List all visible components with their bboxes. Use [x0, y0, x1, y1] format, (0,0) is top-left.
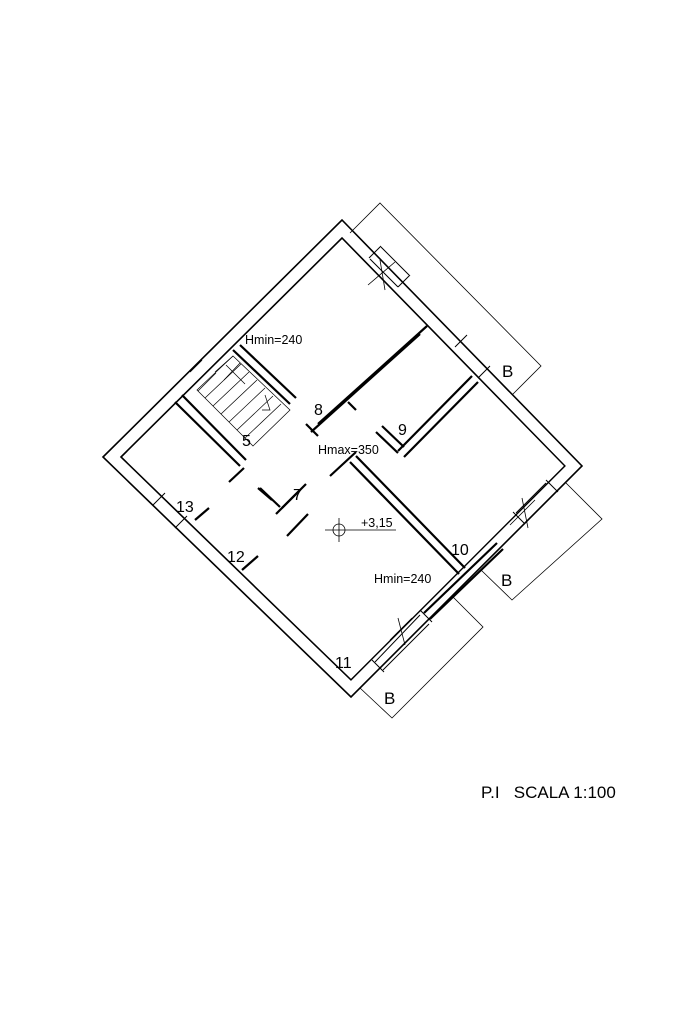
window-cross-marks	[367, 259, 536, 646]
room-label-7: 7	[293, 487, 302, 504]
section-mark-b-3: B	[384, 689, 395, 708]
room-label-5: 5	[242, 433, 251, 450]
room-label-13: 13	[176, 499, 194, 516]
window-openings	[152, 245, 559, 673]
section-mark-b-2: B	[501, 571, 512, 590]
room-label-10: 10	[451, 542, 469, 559]
staircase	[196, 355, 291, 447]
room-label-11: 11	[335, 655, 352, 672]
scale-caption: P.I SCALA 1:100	[481, 783, 616, 802]
height-label-hmin-top: Hmin=240	[245, 333, 302, 347]
outer-wall	[101, 218, 584, 699]
section-mark-b-1: B	[502, 362, 513, 381]
room-label-8: 8	[314, 402, 323, 419]
wall-fill	[104, 221, 581, 696]
height-label-hmax: Hmax=350	[318, 443, 379, 457]
level-marker	[325, 518, 396, 542]
interior-walls	[174, 325, 504, 620]
room-label-12: 12	[227, 549, 245, 566]
balcony-outlines	[349, 202, 603, 719]
height-label-hmin-bottom: Hmin=240	[374, 572, 431, 586]
level-label: +3,15	[361, 516, 393, 530]
room-label-9: 9	[398, 422, 407, 439]
